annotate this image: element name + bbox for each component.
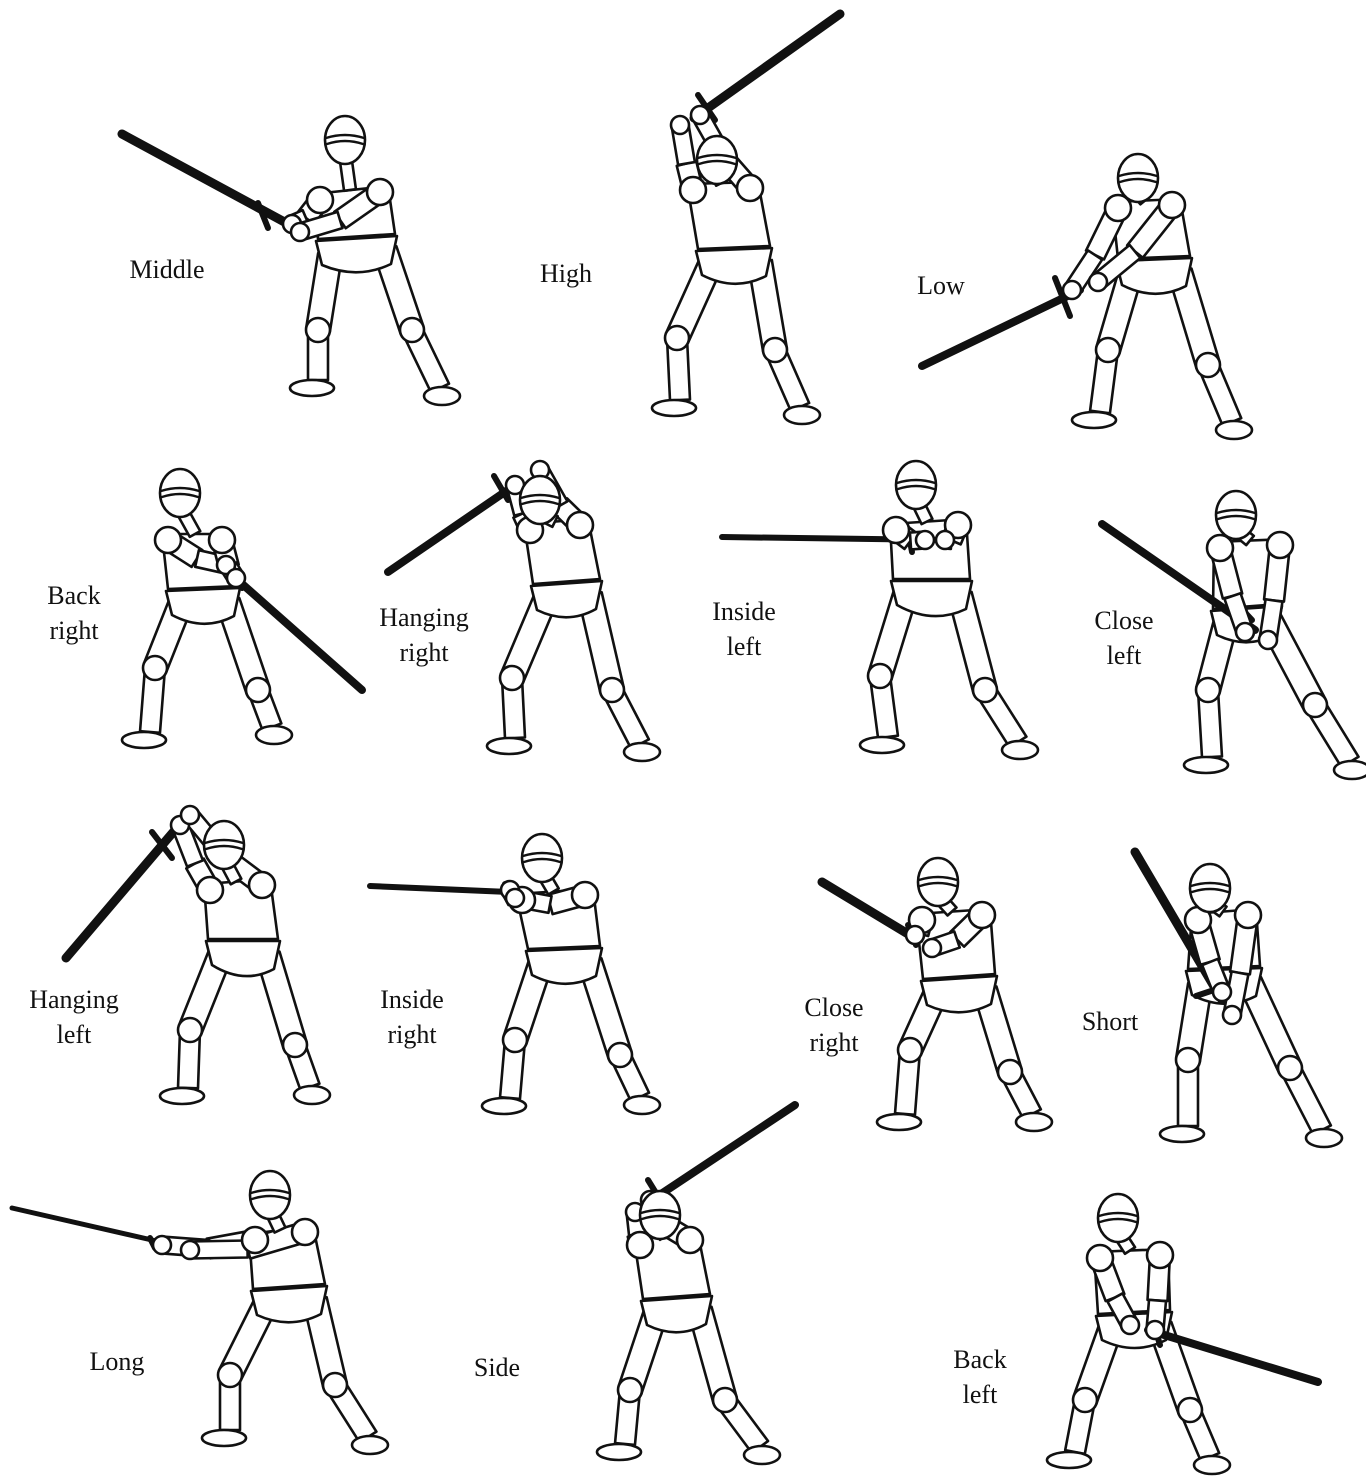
- label-close-right: Close right: [782, 990, 886, 1060]
- figure-short: [1135, 852, 1342, 1147]
- figure-high: [652, 14, 840, 424]
- sword-blade: [694, 14, 840, 118]
- sword-blade: [655, 1105, 795, 1198]
- figure-back-left: [1047, 1194, 1318, 1474]
- label-hanging-right: Hanging right: [360, 600, 488, 670]
- label-long: Long: [70, 1344, 164, 1379]
- sword-blade: [12, 1208, 165, 1243]
- sword-blade: [370, 886, 510, 892]
- sword-blade: [388, 485, 515, 572]
- sword-blade: [822, 882, 918, 940]
- figure-side: [597, 1105, 795, 1464]
- figure-long: [12, 1171, 388, 1454]
- label-back-left: Back left: [930, 1342, 1030, 1412]
- label-inside-right: Inside right: [360, 982, 464, 1052]
- label-short: Short: [1060, 1004, 1160, 1039]
- label-middle: Middle: [112, 252, 222, 287]
- label-close-left: Close left: [1072, 603, 1176, 673]
- label-side: Side: [452, 1350, 542, 1385]
- label-back-right: Back right: [28, 578, 120, 648]
- figure-inside-right: [370, 834, 660, 1114]
- figure-hanging-left: [66, 806, 330, 1104]
- sword-blade: [122, 134, 290, 225]
- label-hanging-left: Hanging left: [10, 982, 138, 1052]
- sword-blade: [66, 830, 175, 958]
- figure-back-right: [122, 469, 362, 748]
- label-high: High: [518, 256, 614, 291]
- label-inside-left: Inside left: [692, 594, 796, 664]
- label-low: Low: [898, 268, 984, 303]
